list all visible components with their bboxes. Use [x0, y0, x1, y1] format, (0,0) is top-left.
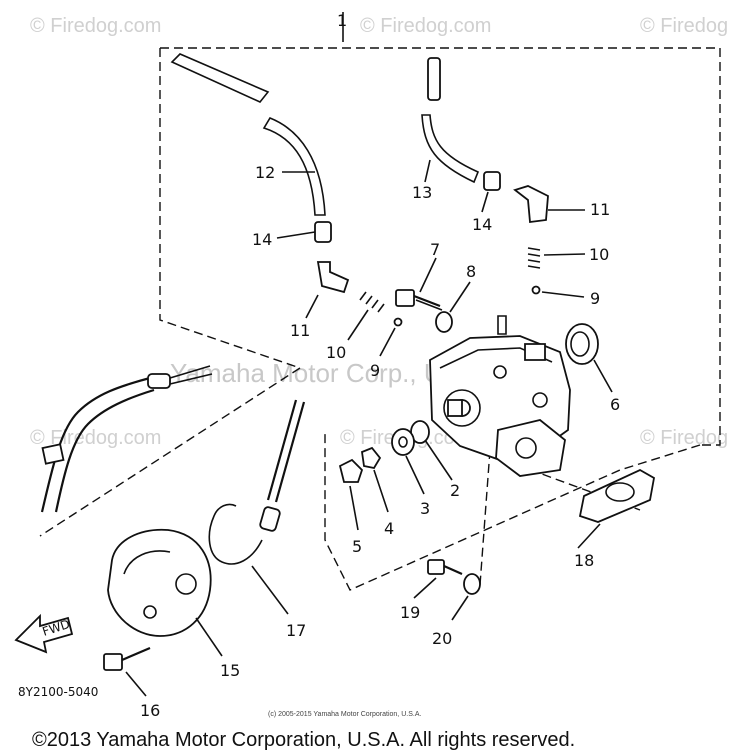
label-12: 12 [255, 163, 275, 182]
cable-17 [208, 399, 306, 565]
label-16: 16 [140, 701, 160, 720]
assembly-boundary [39, 12, 721, 591]
label-13: 13 [412, 183, 432, 202]
footer-copyright: ©2013 Yamaha Motor Corporation, U.S.A. A… [32, 729, 575, 751]
label-18: 18 [574, 551, 594, 570]
spring-left [359, 291, 385, 313]
clamp-right [483, 171, 501, 191]
watermark-top-left: © Firedog.com [30, 15, 161, 37]
label-15: 15 [220, 661, 240, 680]
label-20: 20 [432, 629, 452, 648]
ball-left [393, 317, 403, 327]
elbow-fitting-right [513, 185, 549, 224]
oil-pump-body [429, 315, 571, 477]
label-5: 5 [352, 537, 362, 556]
label-assembly: 1 [337, 11, 347, 30]
bolt-7 [395, 289, 443, 311]
ball-right [531, 285, 541, 295]
watermark-mid-right: © Firedog [640, 427, 728, 449]
label-8: 8 [466, 262, 476, 281]
label-4: 4 [384, 519, 394, 538]
label-11-left: 11 [290, 321, 310, 340]
washer-8 [435, 311, 453, 333]
fwd-arrow-icon [14, 613, 74, 654]
label-10-left: 10 [326, 343, 346, 362]
oil-seal-6 [565, 323, 599, 365]
label-10-right: 10 [589, 245, 609, 264]
label-2: 2 [450, 481, 460, 500]
small-copyright: (c) 2005-2015 Yamaha Motor Corporation, … [268, 711, 421, 718]
watermark-top-mid: © Firedog.com [360, 15, 491, 37]
label-6: 6 [610, 395, 620, 414]
label-19: 19 [400, 603, 420, 622]
label-11-right: 11 [590, 200, 610, 219]
oil-delivery-hose [40, 365, 213, 513]
label-14-left: 14 [252, 230, 272, 249]
hose-right [421, 57, 480, 184]
washer-3 [391, 428, 415, 456]
label-9-right: 9 [590, 289, 600, 308]
bolt-19 [427, 559, 463, 576]
pump-cover-15 [107, 528, 212, 637]
gasket-18 [578, 468, 655, 523]
spring-right [527, 247, 541, 269]
label-3: 3 [420, 499, 430, 518]
watermark-mid-left: © Firedog.com [30, 427, 161, 449]
label-7: 7 [430, 240, 440, 259]
washer-4 [361, 446, 382, 470]
diagram-code: 8Y2100-5040 [18, 685, 98, 699]
washer-20 [463, 573, 481, 595]
elbow-fitting-left [316, 261, 350, 294]
label-14-right: 14 [472, 215, 492, 234]
label-9-left: 9 [370, 361, 380, 380]
clamp-left [314, 221, 332, 243]
label-17: 17 [286, 621, 306, 640]
watermark-top-right: © Firedog [640, 15, 728, 37]
hose-left [170, 53, 326, 216]
screw-16 [103, 646, 151, 671]
nut-5 [338, 458, 364, 483]
